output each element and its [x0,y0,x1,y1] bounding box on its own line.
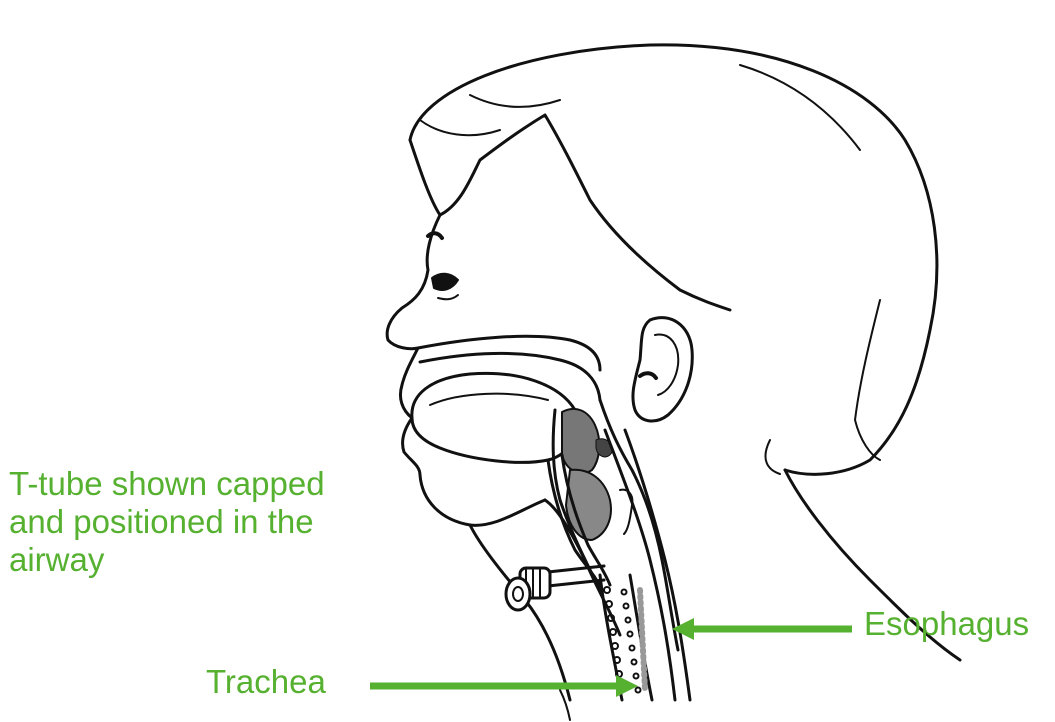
t-tube-caption: T-tube shown capped and positioned in th… [9,465,389,579]
caption-line-1: T-tube shown capped [9,465,389,503]
trachea-label: Trachea [206,663,326,701]
caption-line-2: and positioned in the [9,503,389,541]
caption-line-3: airway [9,541,389,579]
esophagus-label: Esophagus [864,605,1029,643]
